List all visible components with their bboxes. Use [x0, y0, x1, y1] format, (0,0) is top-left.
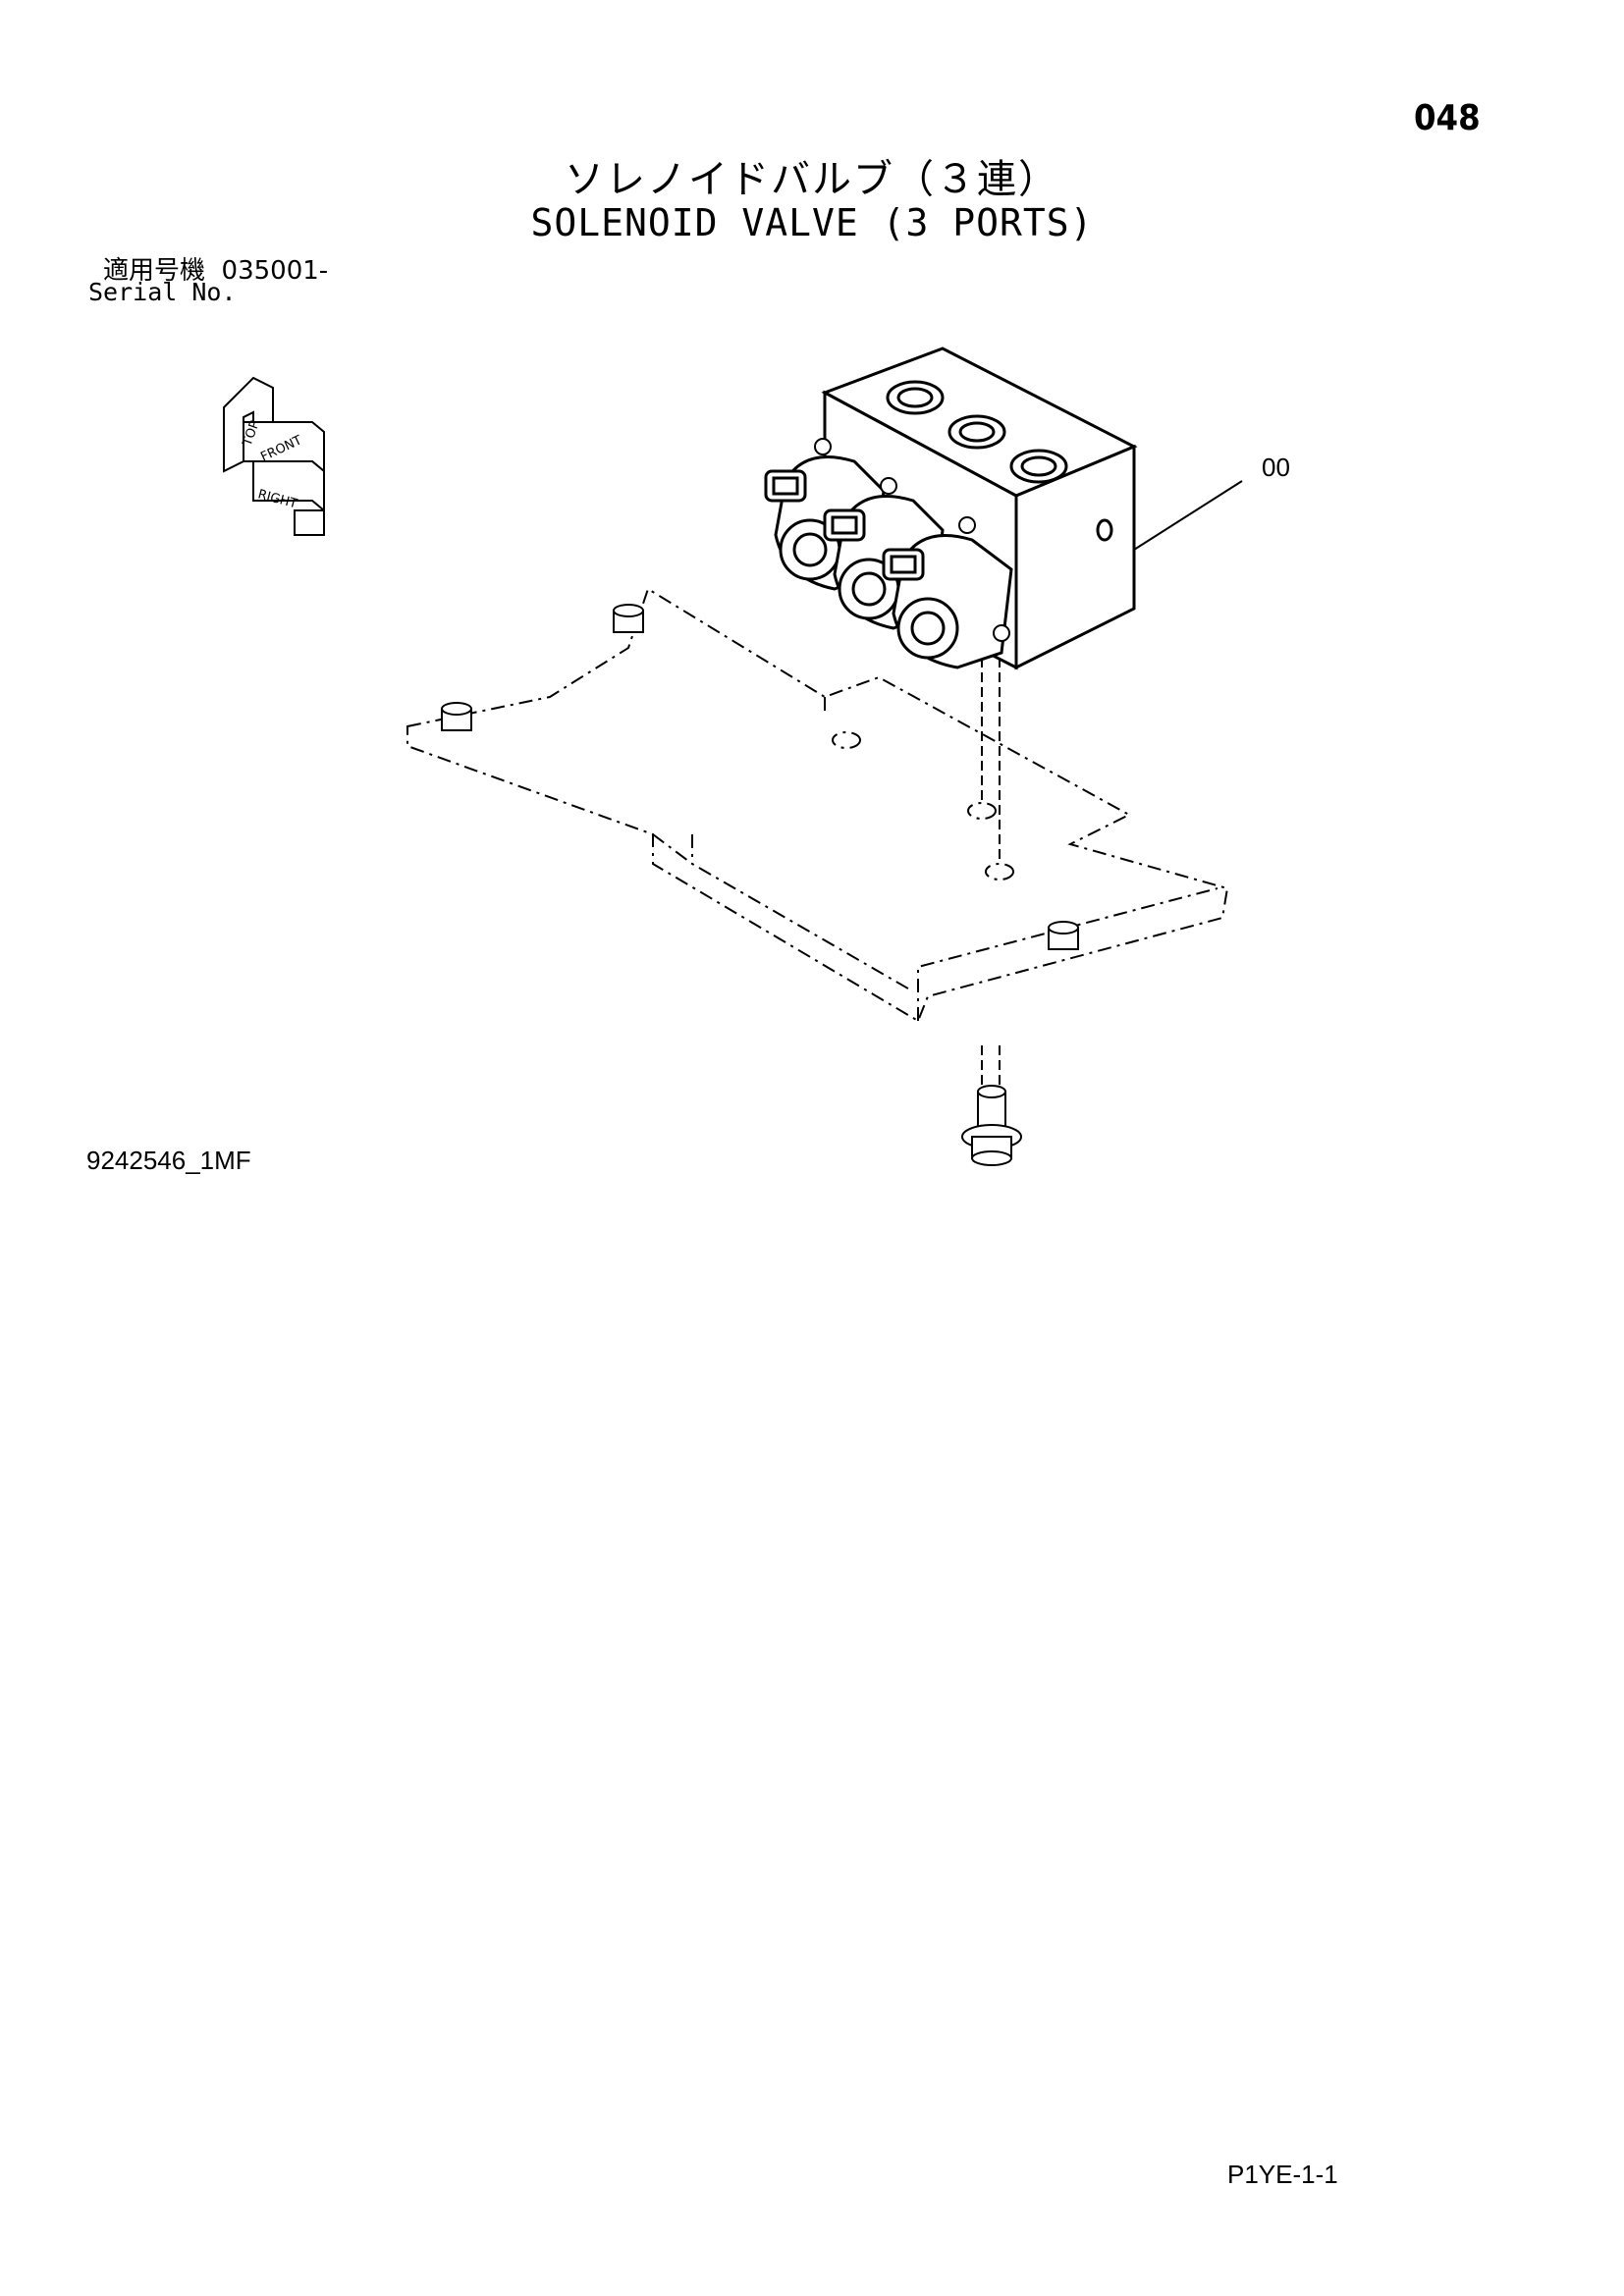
mounting-bracket	[406, 587, 1229, 1023]
serial-value: 035001-	[221, 256, 329, 286]
weld-nut-top	[613, 604, 644, 633]
drawing-number: 9242546_1MF	[86, 1146, 251, 1175]
solenoid-coil-3	[882, 534, 1013, 669]
top-port-2	[947, 414, 1006, 450]
side-port-icon	[1096, 518, 1113, 542]
footer-code: P1YE-1-1	[1227, 2160, 1338, 2189]
page-title-english: SOLENOID VALVE (3 PORTS)	[530, 201, 1094, 244]
corner-block	[294, 509, 325, 536]
alignment-lines	[981, 658, 1001, 864]
weld-nut-right	[1048, 921, 1079, 950]
page-title-japanese: ソレノイドバルブ（３連）	[565, 157, 1059, 202]
callout-leader-line	[1133, 480, 1243, 551]
mounting-bolt	[961, 1045, 1022, 1166]
top-port-1	[886, 380, 945, 415]
top-port-3	[1009, 449, 1068, 484]
weld-nut-left	[441, 702, 472, 731]
orientation-compass-icon: TOP FRONT RIGHT	[223, 376, 325, 536]
serial-label-japanese: 適用号機	[103, 256, 206, 286]
serial-label-english: Serial No.	[88, 278, 237, 306]
serial-range: 適用号機 035001-	[103, 250, 328, 287]
part-callout-label: 00	[1262, 453, 1290, 482]
mounting-screws	[814, 438, 1010, 642]
page-number: 048	[1414, 98, 1481, 138]
